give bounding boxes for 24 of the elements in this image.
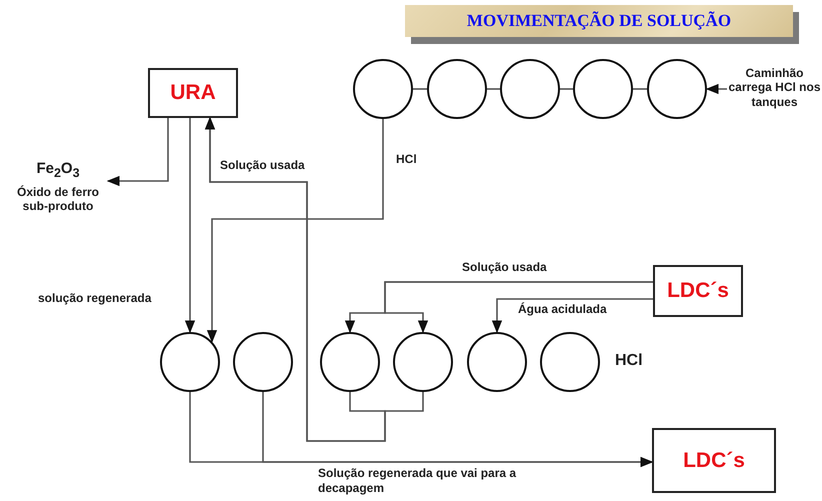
flow-line [487,88,500,90]
edge-label: Solução usada [462,260,547,275]
flow-line [106,118,169,186]
note-text: Óxido de ferro sub-produto [16,185,100,214]
flow-line [706,84,727,94]
unit-box: LDC´s [652,428,776,493]
edge-label: Solução usada [220,158,305,173]
unit-box: URA [148,68,238,118]
note-text: Caminhão carrega HCl nos tanques [727,66,822,110]
flow-line [262,392,654,468]
flow-line [633,88,647,90]
formula-text: Fe$_{2}$O$_{3}$ [36,160,80,181]
flow-line [184,118,196,334]
flow-line [560,88,573,90]
flow-line [206,119,384,343]
flow-line [413,88,427,90]
flow-line [204,116,424,442]
edge-label: Solução regenerada que vai para a decapagem [318,466,518,496]
flow-line [492,298,653,334]
edge-label: Água acidulada [518,302,607,317]
unit-box: LDC´s [653,265,743,317]
edge-label: solução regenerada [38,291,152,306]
title-banner: MOVIMENTAÇÃO DE SOLUÇÃO [405,5,793,37]
tank-label: HCl [615,352,643,370]
